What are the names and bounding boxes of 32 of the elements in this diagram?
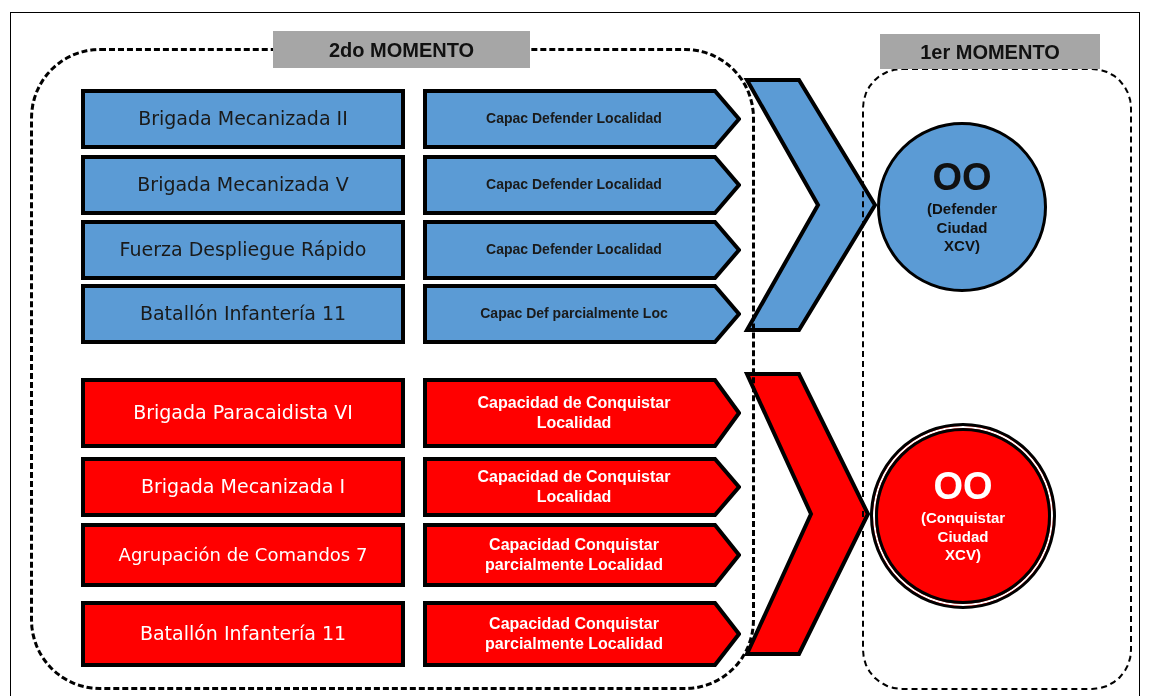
unit-box: Fuerza Despliegue Rápido: [81, 220, 405, 280]
objective-code: OO: [932, 157, 992, 196]
unit-box: Batallón Infantería 11: [81, 601, 405, 667]
capability-label: Capacidad de Conquistar Localidad: [476, 467, 672, 507]
unit-box: Brigada Paracaidista VI: [81, 378, 405, 448]
unit-box: Brigada Mecanizada II: [81, 89, 405, 149]
capability-label: Capacidad Conquistar parcialmente Localidad: [484, 535, 664, 575]
pentagon-tag-box: [423, 155, 741, 215]
pentagon-tag-box: [423, 89, 741, 149]
unit-box: Brigada Mecanizada V: [81, 155, 405, 215]
group-header: 2do MOMENTO: [273, 31, 530, 68]
capability-label: Capac Defender Localidad: [486, 241, 662, 259]
objective-description: (Conquistar Ciudad XCV): [919, 508, 1007, 566]
capability-label: Capacidad Conquistar parcialmente Localidad: [484, 614, 664, 654]
pentagon-tag-box: [423, 378, 741, 448]
unit-box: Batallón Infantería 11: [81, 284, 405, 344]
pentagon-tag-box: [423, 523, 741, 587]
capability-label: Capac Defender Localidad: [486, 110, 662, 128]
pentagon-tag-box: [423, 220, 741, 280]
capability-label: Capac Defender Localidad: [486, 176, 662, 194]
group-header: 1er MOMENTO: [880, 34, 1100, 69]
chevron-arrow: [743, 78, 878, 332]
objective-code: OO: [933, 466, 993, 505]
pentagon-tag-box: [423, 457, 741, 517]
capability-label: Capacidad de Conquistar Localidad: [476, 393, 672, 433]
unit-box: Agrupación de Comandos 7: [81, 523, 405, 587]
pentagon-tag-box: [423, 601, 741, 667]
pentagon-tag-box: [423, 284, 741, 344]
objective-description: (Defender Ciudad XCV): [926, 199, 998, 257]
capability-label: Capac Def parcialmente Loc: [480, 305, 668, 323]
chevron-arrow: [743, 372, 871, 656]
unit-box: Brigada Mecanizada I: [81, 457, 405, 517]
